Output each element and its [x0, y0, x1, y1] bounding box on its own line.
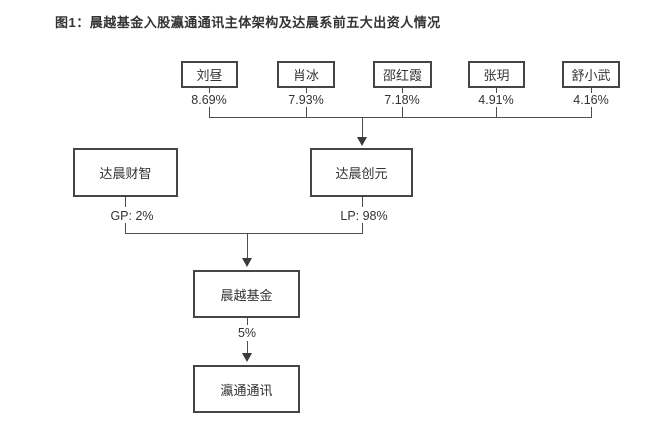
connector — [362, 117, 363, 138]
lp-box: 达晨创元 — [310, 148, 413, 197]
fund-box: 晨越基金 — [193, 270, 300, 318]
gp-stake-label: GP: 2% — [110, 209, 154, 223]
connector — [209, 88, 210, 93]
connector — [209, 107, 210, 118]
investor-box-shaohongxia: 邵红霞 — [373, 61, 432, 88]
figure-title: 图1：晨越基金入股瀛通通讯主体架构及达晨系前五大出资人情况 — [55, 15, 441, 30]
connector — [402, 107, 403, 118]
arrow-down-icon — [242, 258, 252, 267]
investor-box-liuzhou: 刘昼 — [181, 61, 238, 88]
connector — [591, 107, 592, 118]
target-company-box: 瀛通通讯 — [193, 365, 300, 413]
connector — [247, 318, 248, 325]
connector — [496, 107, 497, 118]
investor-name: 刘昼 — [196, 68, 223, 83]
investor-name: 肖冰 — [292, 68, 319, 83]
connector — [362, 223, 363, 234]
investor-pct: 4.91% — [478, 93, 514, 107]
investor-name: 邵红霞 — [382, 68, 422, 83]
connector — [362, 197, 363, 207]
connector — [591, 88, 592, 93]
connector — [125, 233, 363, 234]
arrow-down-icon — [242, 353, 252, 362]
connector — [125, 197, 126, 207]
fund-name: 晨越基金 — [220, 287, 273, 303]
target-company-name: 瀛通通讯 — [220, 382, 273, 398]
connector — [247, 341, 248, 354]
lp-stake-label: LP: 98% — [340, 209, 388, 223]
gp-box: 达晨财智 — [73, 148, 178, 197]
investor-box-shuxiaowu: 舒小武 — [562, 61, 620, 88]
connector — [306, 88, 307, 93]
investor-name: 舒小武 — [571, 68, 611, 83]
fund-stake-label: 5% — [237, 326, 257, 340]
investor-pct: 8.69% — [191, 93, 227, 107]
arrow-down-icon — [357, 137, 367, 146]
investor-pct: 7.18% — [384, 93, 420, 107]
investor-pct: 4.16% — [573, 93, 609, 107]
connector — [306, 107, 307, 118]
connector — [209, 117, 592, 118]
connector — [496, 88, 497, 93]
gp-name: 达晨财智 — [99, 166, 152, 181]
investor-box-xiaobing: 肖冰 — [277, 61, 335, 88]
investor-box-zhangyue: 张玥 — [468, 61, 525, 88]
investor-pct: 7.93% — [288, 93, 324, 107]
connector — [125, 223, 126, 234]
lp-name: 达晨创元 — [335, 166, 388, 181]
connector — [402, 88, 403, 93]
connector — [247, 233, 248, 259]
investor-name: 张玥 — [483, 68, 510, 83]
